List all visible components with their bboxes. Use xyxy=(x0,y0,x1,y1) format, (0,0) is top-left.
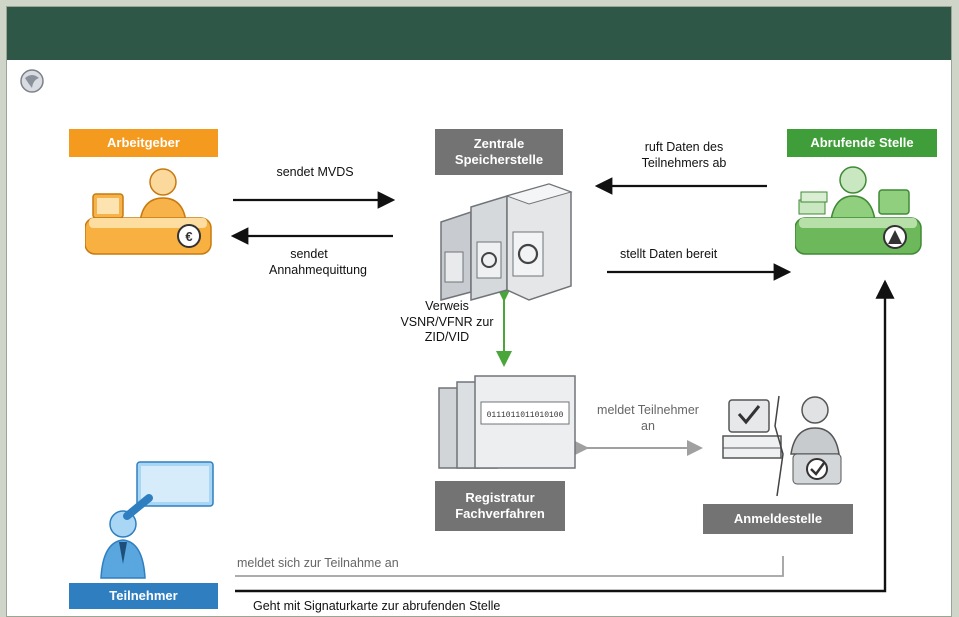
folder-barcode-text: 0111011011010100 xyxy=(487,411,564,420)
svg-text:€: € xyxy=(185,229,192,244)
retrieving-office-icon xyxy=(795,166,922,255)
arrow-geht-mit-signaturkarte xyxy=(235,279,895,593)
participant-card-icon xyxy=(100,461,214,579)
label-ruft-daten: ruft Daten des Teilnehmers ab xyxy=(641,140,727,170)
label-sendet-annahmequittung: sendet Annahmequittung xyxy=(269,247,367,277)
label-meldet-sich: meldet sich zur Teilnahme an xyxy=(237,556,399,570)
employer-desk-icon: € xyxy=(85,168,212,255)
node-arbeitgeber: Arbeitgeber xyxy=(69,129,218,157)
line-meldet-sich xyxy=(235,556,784,577)
globe-icon xyxy=(20,69,44,93)
label-meldet-teilnehmer: meldet Teilnehmer an xyxy=(597,403,699,433)
node-teilnehmer: Teilnehmer xyxy=(69,583,218,609)
node-abrufende-stelle: Abrufende Stelle xyxy=(787,129,937,157)
node-zentrale-speicherstelle: Zentrale Speicherstelle xyxy=(435,129,563,175)
label-verweis: Verweis VSNR/VFNR zur ZID/VID xyxy=(400,299,494,345)
diagram-canvas: Arbeitgeber Zentrale Speicherstelle Abru… xyxy=(7,60,951,616)
registry-folders-icon: 0111011011010100 xyxy=(438,375,576,469)
label-sendet-mvds: sendet MVDS xyxy=(276,165,354,179)
connector-lines xyxy=(230,177,895,593)
node-anmeldestelle: Anmeldestelle xyxy=(703,504,853,534)
node-registratur-fachverfahren: Registratur Fachverfahren xyxy=(435,481,565,531)
header-bar xyxy=(7,7,951,60)
label-stellt-daten: stellt Daten bereit xyxy=(620,247,718,261)
figure-frame: Arbeitgeber Zentrale Speicherstelle Abru… xyxy=(6,6,952,617)
label-geht-mit-signaturkarte: Geht mit Signaturkarte zur abrufenden St… xyxy=(253,599,501,613)
server-cluster-icon xyxy=(440,183,573,301)
registration-computer-icon xyxy=(722,395,842,497)
